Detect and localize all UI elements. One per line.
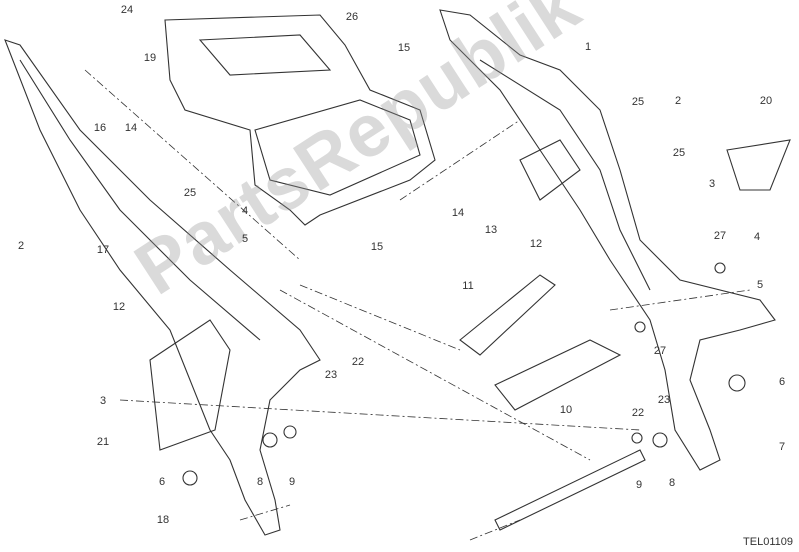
callout-2: 2: [17, 240, 25, 252]
callout-14: 14: [451, 207, 465, 219]
callout-25: 25: [631, 96, 645, 108]
callout-8: 8: [668, 477, 676, 489]
callout-13: 13: [484, 224, 498, 236]
callout-11: 11: [462, 280, 474, 292]
right-subframe: [439, 9, 776, 471]
callout-9: 9: [635, 479, 643, 491]
callout-18: 18: [156, 514, 170, 526]
callout-25: 25: [183, 187, 197, 199]
callout-5: 5: [241, 233, 249, 245]
callout-8: 8: [256, 476, 264, 488]
callout-24: 24: [120, 4, 134, 16]
callout-6: 6: [158, 476, 166, 488]
cover-21: [149, 319, 231, 451]
seat-tray: [164, 14, 436, 226]
rear-tube: [494, 449, 646, 531]
callout-14: 14: [124, 122, 138, 134]
callout-17: 17: [96, 244, 110, 256]
callout-15: 15: [370, 241, 384, 253]
callout-5: 5: [756, 279, 764, 291]
callout-3: 3: [99, 395, 107, 407]
callout-12: 12: [529, 238, 543, 250]
bracket-10: [494, 339, 622, 411]
callout-23: 23: [324, 369, 338, 381]
callout-6: 6: [778, 376, 786, 388]
callout-26: 26: [345, 11, 359, 23]
callout-19: 19: [143, 52, 157, 64]
callout-22: 22: [631, 407, 645, 419]
callout-16: 16: [93, 122, 107, 134]
callout-1: 1: [584, 41, 592, 53]
callout-15: 15: [397, 42, 411, 54]
callout-2: 2: [674, 95, 682, 107]
callout-25: 25: [672, 147, 686, 159]
drawing-code: TEL01109: [743, 536, 793, 548]
callout-27: 27: [713, 230, 727, 242]
callout-4: 4: [753, 231, 761, 243]
callout-20: 20: [759, 95, 773, 107]
left-subframe: [4, 39, 321, 536]
callout-3: 3: [708, 178, 716, 190]
callout-7: 7: [778, 441, 786, 453]
callout-21: 21: [96, 436, 110, 448]
callout-23: 23: [657, 394, 671, 406]
callout-10: 10: [559, 404, 573, 416]
callout-22: 22: [351, 356, 365, 368]
callout-12: 12: [112, 301, 126, 313]
bracket-11: [459, 274, 556, 356]
plate-bracket-20: [726, 139, 791, 191]
callout-27: 27: [653, 345, 667, 357]
callout-4: 4: [241, 205, 249, 217]
callout-9: 9: [288, 476, 296, 488]
